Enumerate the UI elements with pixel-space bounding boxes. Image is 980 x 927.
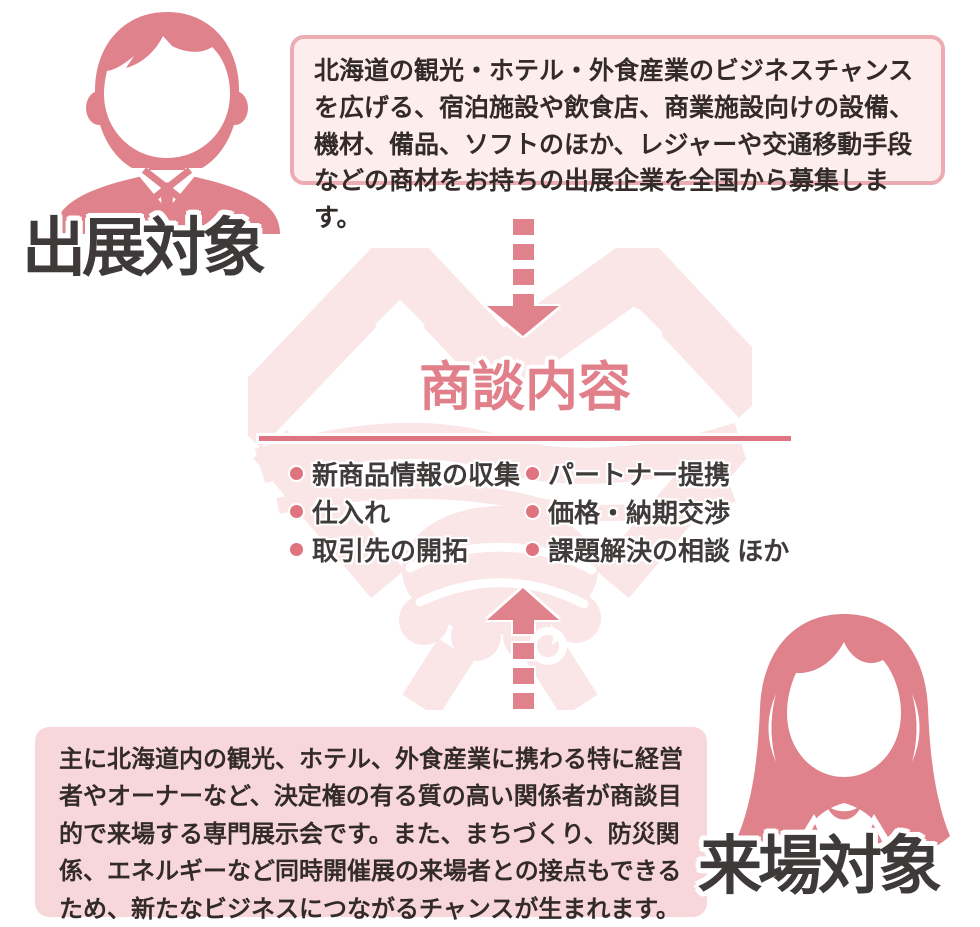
arrow-dash xyxy=(512,269,534,285)
bullet-icon xyxy=(526,466,539,480)
bullet-icon xyxy=(526,504,539,518)
list-item: 価格・納期交渉 xyxy=(526,496,789,528)
businessman-icon xyxy=(54,12,280,234)
dashed-arrow-down-icon xyxy=(487,219,559,336)
arrow-dash xyxy=(512,693,534,709)
list-item: 課題解決の相談 ほか xyxy=(526,534,789,566)
list-item-label: 取引先の開拓 xyxy=(312,535,469,566)
dashed-arrow-up-icon xyxy=(487,588,559,709)
list-item-label: パートナー提携 xyxy=(548,459,731,490)
list-item-label: 仕入れ xyxy=(312,497,391,528)
list-item-label: 新商品情報の収集 xyxy=(312,459,521,490)
list-item: 新商品情報の収集 xyxy=(290,458,520,490)
visitor-title: 来場対象 xyxy=(698,830,942,902)
visitor-description-box: 主に北海道内の観光、ホテル、外食産業に携わる特に経営者やオーナーなど、決定権の有… xyxy=(35,727,707,923)
arrow-dash xyxy=(512,219,534,235)
list-item: 取引先の開拓 xyxy=(290,534,520,566)
list-item: 仕入れ xyxy=(290,496,520,528)
arrow-head xyxy=(487,306,559,336)
arrow-dash xyxy=(512,668,534,684)
meeting-title-underline xyxy=(259,436,791,441)
businesswoman-icon xyxy=(738,614,950,860)
exhibitor-description-box: 北海道の観光・ホテル・外食産業のビジネスチャンスを広げる、宿泊施設や飲食店、商業… xyxy=(290,35,945,232)
arrow-dash xyxy=(512,643,534,659)
list-item: パートナー提携 xyxy=(526,458,789,490)
arrow-head xyxy=(487,588,559,620)
bullet-icon xyxy=(526,542,539,556)
exhibitor-description: 北海道の観光・ホテル・外食産業のビジネスチャンスを広げる、宿泊施設や飲食店、商業… xyxy=(314,57,915,232)
meeting-title: 商談内容 xyxy=(419,358,631,417)
list-item-label: 価格・納期交渉 xyxy=(548,497,731,528)
meeting-items-right: パートナー提携 価格・納期交渉 課題解決の相談 ほか xyxy=(526,458,789,572)
meeting-items-left: 新商品情報の収集 仕入れ 取引先の開拓 xyxy=(290,458,520,572)
visitor-description: 主に北海道内の観光、ホテル、外食産業に携わる特に経営者やオーナーなど、決定権の有… xyxy=(59,746,683,923)
arrow-dash xyxy=(512,244,534,260)
bullet-icon xyxy=(290,466,303,480)
bullet-icon xyxy=(290,542,303,556)
arrow-stem xyxy=(512,294,534,306)
arrow-stem xyxy=(512,620,534,634)
exhibitor-title: 出展対象 xyxy=(22,212,266,284)
bullet-icon xyxy=(290,504,303,518)
list-item-label: 課題解決の相談 ほか xyxy=(548,535,790,566)
